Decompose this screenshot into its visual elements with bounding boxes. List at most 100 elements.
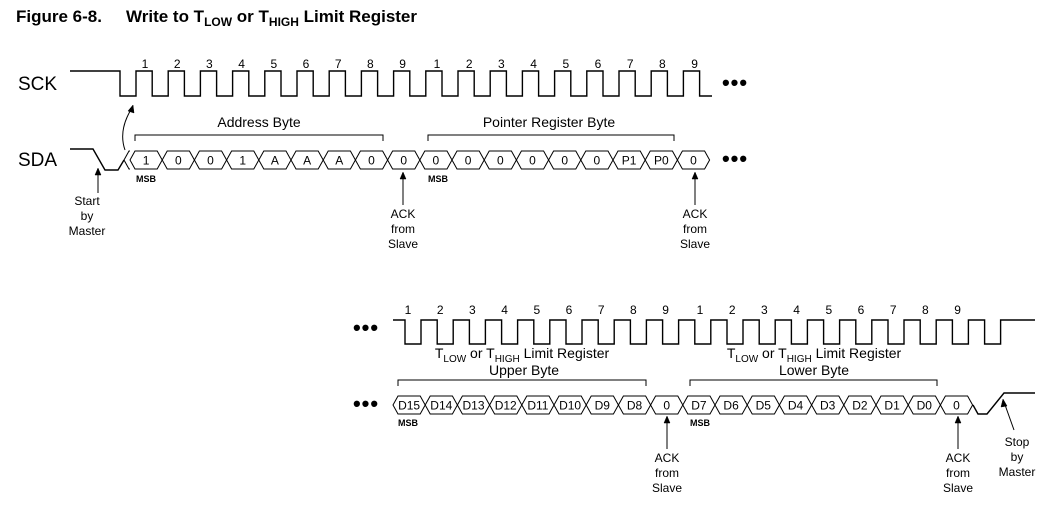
title-segment: Limit Register	[299, 7, 417, 26]
clock-number: 2	[437, 303, 444, 317]
ack-note: from	[655, 466, 679, 480]
figure-title-text: Write to TLOW or THIGH Limit Register	[126, 7, 417, 29]
clock-number: 5	[270, 57, 277, 71]
clock-number: 7	[890, 303, 897, 317]
label-segment: Limit Register	[812, 345, 902, 361]
ack-note: Slave	[680, 237, 710, 251]
stop-arrow-head	[1000, 398, 1008, 408]
data-bit: D14	[430, 399, 452, 413]
data-bit: 1	[143, 154, 150, 168]
continuation-dots-2: •••	[722, 146, 748, 171]
lower-byte-label-line1: TLOW or THIGH Limit Register	[727, 345, 902, 365]
clock-number: 8	[630, 303, 637, 317]
clock-number: 1	[405, 303, 412, 317]
data-bit: 0	[529, 154, 536, 168]
ack-bit: 0	[400, 154, 407, 168]
data-bit: 1	[239, 154, 246, 168]
scl-label: SCK	[18, 74, 57, 95]
ack-note: Slave	[943, 481, 973, 495]
stop-note: Master	[999, 465, 1036, 479]
clock-number: 4	[793, 303, 800, 317]
sda-start-edge	[123, 159, 130, 170]
clock-number: 5	[533, 303, 540, 317]
subscript: HIGH	[495, 354, 520, 365]
upper-byte-bracket	[397, 379, 647, 386]
data-bit: 0	[561, 154, 568, 168]
ack-bit: 0	[690, 154, 697, 168]
address-byte-label: Address Byte	[217, 114, 300, 130]
ack-arrow-head	[954, 415, 962, 424]
ack-note: Slave	[652, 481, 682, 495]
data-bit: 0	[594, 154, 601, 168]
data-bit: D13	[462, 399, 484, 413]
data-bit: 0	[433, 154, 440, 168]
data-bit: D0	[917, 399, 933, 413]
title-subscript: LOW	[204, 15, 233, 29]
clock-number: 2	[466, 57, 473, 71]
start-curve-arrow-head	[127, 104, 135, 114]
msb-label: MSB	[690, 418, 711, 428]
data-bit: 0	[207, 154, 214, 168]
ack-arrow-head	[691, 171, 699, 180]
clock-number: 5	[825, 303, 832, 317]
data-bit: D6	[723, 399, 739, 413]
data-bit: D5	[756, 399, 772, 413]
title-segment: Write to T	[126, 7, 205, 26]
pointer-byte-bracket	[427, 134, 675, 141]
data-bit: D7	[691, 399, 707, 413]
data-bit: A	[271, 154, 279, 168]
data-bit: 0	[465, 154, 472, 168]
lower-byte-label-line2: Lower Byte	[779, 362, 849, 378]
start-note: by	[81, 209, 94, 223]
clock-number: 5	[562, 57, 569, 71]
clock-number: 1	[434, 57, 441, 71]
clock-number: 9	[399, 57, 406, 71]
data-bit: D3	[820, 399, 836, 413]
scl-waveform	[70, 70, 712, 97]
msb-label: MSB	[398, 418, 419, 428]
clock-number: 8	[659, 57, 666, 71]
subscript: HIGH	[787, 354, 812, 365]
clock-number: 3	[761, 303, 768, 317]
clock-number: 2	[729, 303, 736, 317]
start-note: Start	[74, 194, 100, 208]
label-segment: Limit Register	[520, 345, 610, 361]
data-bit: 0	[175, 154, 182, 168]
stop-note: Stop	[1005, 435, 1030, 449]
clock-number: 3	[469, 303, 476, 317]
waveforms	[70, 70, 1035, 449]
clock-number: 7	[335, 57, 342, 71]
figure-title: Figure 6-8.	[16, 7, 102, 26]
data-bit: D11	[527, 399, 548, 413]
ack-note: from	[391, 222, 415, 236]
clock-number: 9	[691, 57, 698, 71]
clock-number: 6	[858, 303, 865, 317]
ack-note: from	[946, 466, 970, 480]
sda-start-edge	[123, 150, 130, 161]
data-bit: D12	[495, 399, 517, 413]
clock-number: 6	[595, 57, 602, 71]
data-bit: P0	[654, 154, 669, 168]
start-curve-arrow	[122, 107, 133, 151]
clock-number: 4	[530, 57, 537, 71]
continuation-dots-4: •••	[353, 391, 379, 416]
ack-note: Slave	[388, 237, 418, 251]
msb-label: MSB	[136, 174, 157, 184]
bit-cell	[939, 395, 974, 415]
upper-byte-label-line1: TLOW or THIGH Limit Register	[435, 345, 610, 365]
clock-number: 3	[206, 57, 213, 71]
start-note: Master	[69, 224, 106, 238]
clock-number: 8	[922, 303, 929, 317]
data-bit: D8	[627, 399, 643, 413]
data-bit: A	[303, 154, 311, 168]
ack-note: ACK	[683, 207, 708, 221]
label-segment: or T	[758, 345, 787, 361]
stop-arrow	[1003, 401, 1015, 431]
data-bit: D15	[398, 399, 420, 413]
ack-note: ACK	[655, 451, 680, 465]
sda-label: SDA	[18, 150, 57, 171]
title-segment: or T	[232, 7, 269, 26]
clock-number: 1	[142, 57, 149, 71]
ack-note: ACK	[946, 451, 971, 465]
